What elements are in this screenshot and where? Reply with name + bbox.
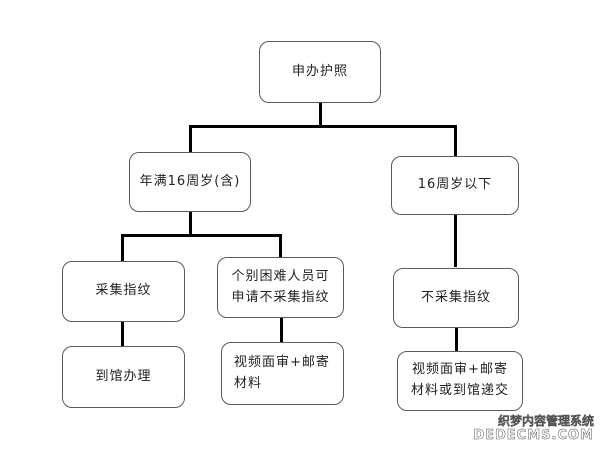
node-video-mail-or-in-person: 视频面审+邮寄材料或到馆递交 — [397, 351, 523, 411]
connector-left-b-drop — [279, 234, 282, 257]
watermark-line2: DEDECMS.COM — [473, 428, 594, 444]
node-apply-passport: 申办护照 — [259, 41, 381, 103]
connector-right-drop — [454, 125, 457, 156]
connector-c-down — [455, 328, 458, 351]
connector-left-bar — [121, 234, 282, 237]
watermark-line1: 织梦内容管理系统 — [497, 414, 594, 429]
connector-right-stem — [454, 215, 457, 267]
connector-left-a-drop — [121, 234, 124, 261]
connector-b-down — [280, 318, 283, 342]
connector-left-stem — [189, 211, 192, 236]
node-exempt-fingerprint-request: 个别困难人员可申请不采集指纹 — [217, 257, 344, 318]
connector-a-down — [121, 322, 124, 346]
node-video-mail: 视频面审+邮寄材料 — [221, 342, 344, 405]
node-in-person: 到馆办理 — [62, 346, 185, 408]
node-collect-fingerprint: 采集指纹 — [62, 261, 185, 322]
node-under-16: 16周岁以下 — [391, 156, 519, 215]
connector-root-stem — [319, 103, 322, 127]
connector-left-drop — [189, 125, 192, 152]
connector-top-bar — [190, 125, 456, 128]
watermark: 织梦内容管理系统 DEDECMS.COM — [473, 414, 594, 444]
node-no-fingerprint: 不采集指纹 — [393, 268, 519, 328]
node-age-16-plus: 年满16周岁(含) — [129, 152, 251, 212]
